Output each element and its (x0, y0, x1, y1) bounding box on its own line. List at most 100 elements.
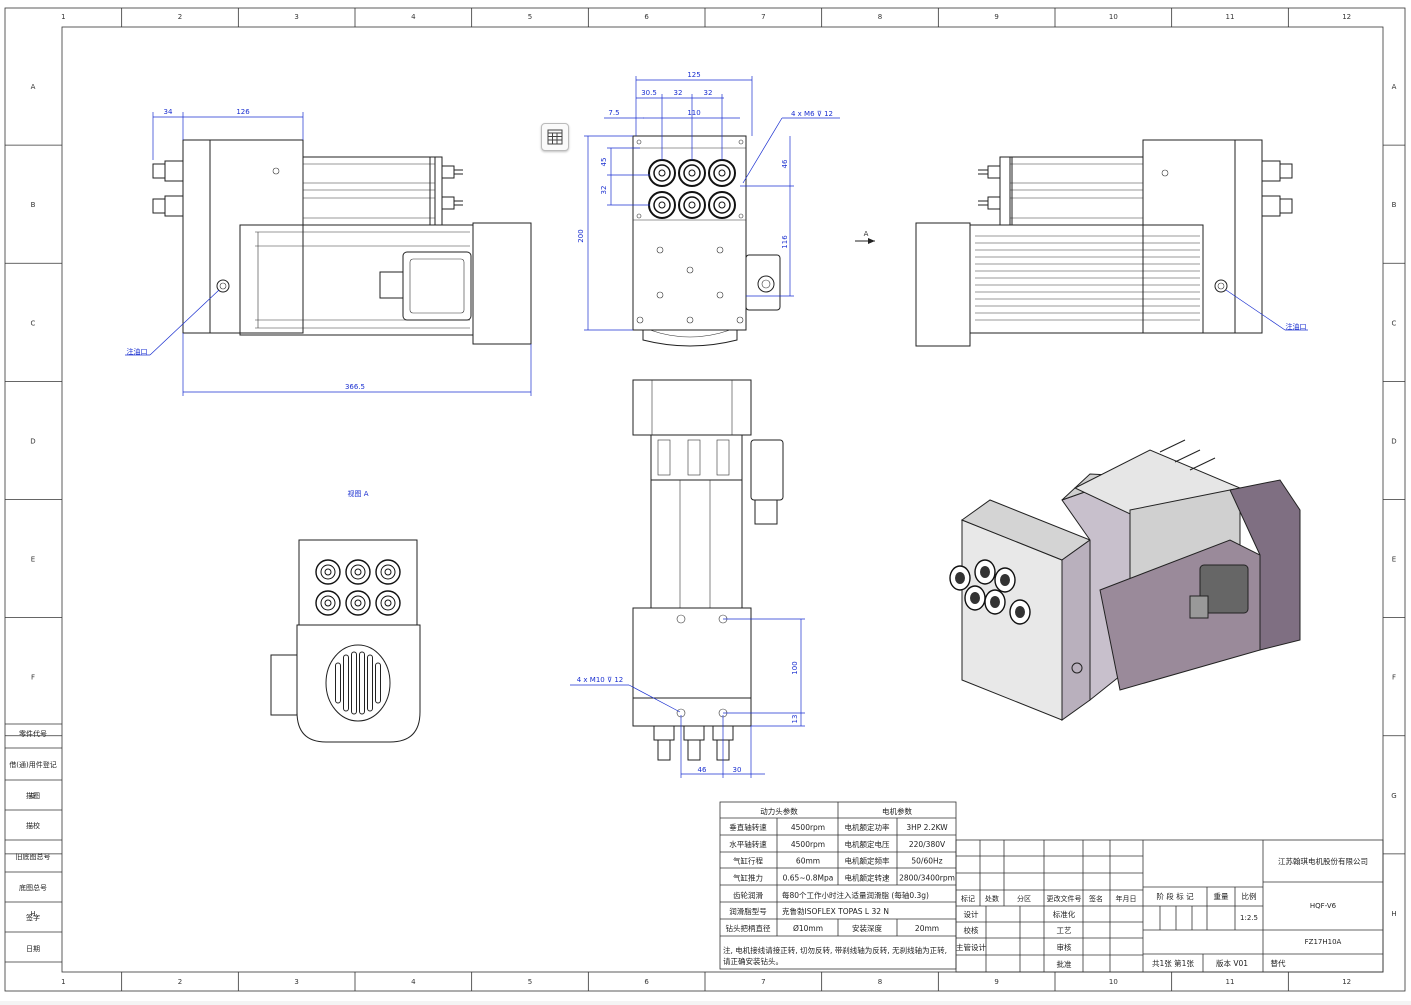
zone-row-label-right: H (1391, 910, 1396, 918)
drill-label: 钻头把柄直径 (726, 923, 771, 933)
dim-7-5: 7.5 (608, 109, 619, 117)
param-cell: 220/380V (909, 840, 946, 849)
zone-col-label: 5 (528, 13, 532, 21)
version: 版本 V01 (1216, 958, 1248, 968)
view-a[interactable]: 视图 A (270, 489, 421, 743)
param-cell: 50/60Hz (911, 857, 942, 866)
role-check: 校核 (964, 925, 979, 935)
zone-col-label: 6 (644, 978, 649, 986)
stage-header: 阶 段 标 记 (1156, 891, 1194, 901)
view-a-arrow: A (855, 230, 875, 244)
title-block: 标记处数分区更改文件号签名年月日 设计 校核 主管设计 标准化 工艺 审核 批准… (955, 839, 1384, 973)
strip-label-sign: 签字 (26, 913, 40, 922)
oil-port-label-right: 注油口 (1286, 322, 1307, 331)
dim-34: 34 (164, 108, 173, 116)
dim-100: 100 (791, 661, 799, 674)
zone-row-label-left: G (30, 792, 35, 800)
grease-value: 克鲁勃ISOFLEX TOPAS L 32 N (782, 906, 889, 916)
dim-110: 110 (687, 109, 700, 117)
zone-col-label: 8 (878, 978, 882, 986)
dim-116: 116 (781, 235, 789, 249)
dim-32-b: 32 (704, 89, 713, 97)
dim-46-bottom: 46 (698, 766, 707, 774)
company-name: 江苏翰琪电机股份有限公司 (1278, 856, 1368, 866)
zone-row-label-right: D (1391, 437, 1396, 445)
zone-col-label: 11 (1226, 13, 1235, 21)
zone-col-label: 1 (61, 978, 65, 986)
zone-col-label: 3 (294, 13, 298, 21)
param-cell: 4500rpm (791, 840, 825, 849)
front-chuck-group (648, 159, 736, 219)
param-cell: 0.65~0.8Mpa (783, 873, 834, 882)
view-a-label: 视图 A (347, 489, 368, 498)
params-header-motor: 电机参数 (882, 806, 912, 816)
param-cell: 气缸推力 (733, 872, 763, 882)
drill-value: Ø10mm (793, 924, 823, 933)
svg-text:A: A (864, 230, 869, 238)
zone-row-label-left: D (30, 437, 35, 445)
isometric-view[interactable] (949, 439, 1301, 721)
zone-row-label-right: F (1392, 674, 1396, 682)
zone-col-label: 9 (994, 978, 998, 986)
param-cell: 气缸行程 (733, 856, 763, 866)
front-view-dimensions: 125 30.5 32 32 7.5 110 4 x M6 ⊽ 12 45 32… (577, 71, 840, 331)
role-approve: 批准 (1057, 959, 1073, 969)
role-chief: 主管设计 (956, 942, 986, 952)
param-cell: 2800/3400rpm (899, 873, 955, 882)
scale-header: 比例 (1242, 891, 1257, 901)
rev-header: 签名 (1089, 894, 1103, 903)
front-view[interactable] (632, 135, 781, 347)
zone-col-label: 2 (178, 978, 182, 986)
zone-col-label: 10 (1109, 13, 1118, 21)
zone-col-label: 7 (761, 13, 765, 21)
dim-13: 13 (791, 715, 799, 724)
zone-row-label-right: G (1391, 792, 1396, 800)
param-cell: 电机额定功率 (845, 822, 890, 832)
strip-label-trace-check: 描校 (26, 821, 40, 830)
dim-366-5: 366.5 (345, 383, 365, 391)
dim-30: 30 (733, 766, 742, 774)
role-process: 工艺 (1057, 926, 1072, 935)
zone-ticks (5, 8, 1405, 991)
supersedes: 替代 (1271, 958, 1287, 968)
rev-header: 年月日 (1116, 894, 1137, 903)
param-cell: 电机额定频率 (845, 856, 890, 866)
zone-col-label: 3 (294, 978, 298, 986)
dim-thread-m6: 4 x M6 ⊽ 12 (791, 110, 833, 118)
dim-32-a: 32 (674, 89, 683, 97)
zone-col-label: 5 (528, 978, 532, 986)
top-view[interactable] (632, 379, 784, 761)
param-cell: 4500rpm (791, 823, 825, 832)
rear-chuck-group (315, 559, 401, 616)
zone-col-label: 8 (878, 13, 882, 21)
param-cell: 60mm (796, 857, 820, 866)
scale-value: 1:2.5 (1240, 914, 1258, 922)
dim-126: 126 (236, 108, 250, 116)
strip-label-part-code: 零件代号 (19, 729, 47, 738)
param-cell: 电机额定电压 (845, 839, 890, 849)
zone-row-label-left: F (31, 674, 35, 682)
strip-label-date: 日期 (26, 945, 40, 953)
zone-row-label-left: E (31, 556, 35, 564)
side-view-right[interactable]: 注油口 (915, 139, 1308, 347)
role-review: 审核 (1057, 942, 1073, 952)
grid-tool-button[interactable] (541, 123, 569, 151)
zone-col-label: 6 (644, 13, 649, 21)
param-cell: 垂直轴转速 (729, 822, 767, 832)
dim-200: 200 (577, 229, 585, 242)
zone-row-label-left: C (31, 319, 36, 327)
zone-col-label: 10 (1109, 978, 1118, 986)
zone-col-label: 7 (761, 978, 765, 986)
motor-fins (975, 235, 1200, 321)
param-cell: 3HP 2.2KW (906, 823, 948, 832)
role-standard: 标准化 (1053, 909, 1076, 919)
zone-row-label-left: B (31, 201, 36, 209)
zone-row-label-right: C (1392, 319, 1397, 327)
dim-46-front: 46 (781, 159, 789, 168)
params-header-head: 动力头参数 (760, 806, 798, 816)
side-view-left[interactable] (152, 139, 532, 345)
